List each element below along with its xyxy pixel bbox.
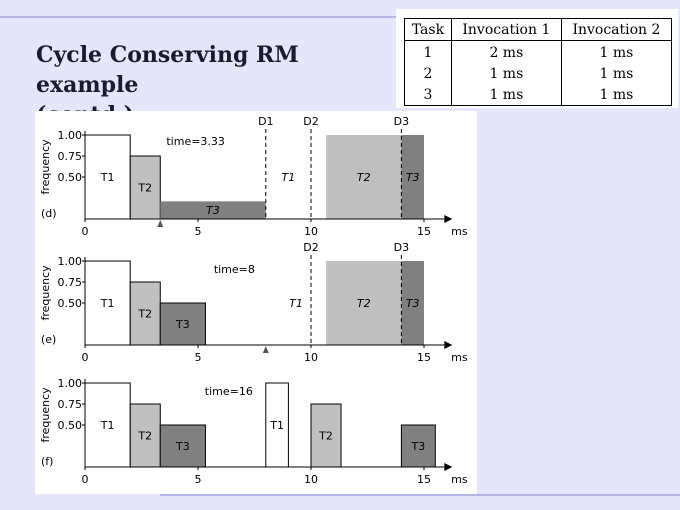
y-tick-label: 0.75 — [58, 398, 83, 411]
schedule-block-t3 — [159, 302, 206, 346]
time-annotation: time=8 — [214, 263, 255, 276]
schedule-block-label: T1 — [282, 171, 296, 184]
schedule-block-label: T2 — [357, 171, 371, 184]
x-tick-label: 15 — [417, 225, 431, 238]
task-table-row: 3 1 ms 1 ms — [404, 84, 673, 106]
schedule-block-label: T3 — [175, 318, 190, 331]
schedule-block-label: T1 — [289, 297, 303, 310]
task-table-cell: 1 ms — [560, 84, 673, 106]
x-tick-label: 0 — [82, 225, 89, 238]
schedule-block-t3 — [160, 201, 266, 219]
schedule-block-label: T2 — [137, 308, 152, 321]
task-table-header: Invocation 2 — [560, 18, 673, 41]
x-tick-label: 15 — [417, 473, 431, 486]
schedule-block-label: T1 — [100, 419, 115, 432]
y-tick-label: 0.75 — [58, 150, 83, 163]
schedule-block-t1 — [84, 260, 131, 346]
deadline-label: D2 — [303, 115, 318, 128]
x-tick-label: 5 — [195, 473, 202, 486]
x-unit-label: ms — [451, 351, 468, 364]
panel-label: (d) — [41, 207, 57, 220]
schedule-block-label: T1 — [100, 297, 115, 310]
current-time-marker — [157, 220, 164, 227]
decorative-line-bottom — [160, 494, 680, 496]
x-tick-label: 10 — [304, 225, 318, 238]
time-annotation: time=3.33 — [166, 135, 225, 148]
x-tick-label: 5 — [195, 351, 202, 364]
task-table-cell: 1 ms — [560, 40, 673, 63]
x-tick-label: 10 — [304, 351, 318, 364]
panel-label: (f) — [41, 455, 53, 468]
schedule-block-t3 — [401, 261, 424, 345]
schedule-block-label: T1 — [100, 171, 115, 184]
task-table-cell: 1 ms — [560, 63, 673, 84]
x-tick-label: 0 — [82, 473, 89, 486]
x-tick-label: 15 — [417, 351, 431, 364]
task-table: Task Invocation 1 Invocation 2 1 2 ms 1 … — [404, 18, 673, 106]
x-axis-arrow — [444, 463, 453, 471]
schedule-block-label: T2 — [137, 182, 152, 195]
task-table-cell: 2 — [404, 63, 452, 84]
y-tick-label: 0.50 — [58, 297, 83, 310]
current-time-marker — [262, 346, 269, 353]
task-table-header-row: Task Invocation 1 Invocation 2 — [404, 18, 673, 41]
y-axis-label: frequency — [39, 387, 52, 443]
x-tick-label: 10 — [304, 473, 318, 486]
deadline-label: D3 — [394, 115, 409, 128]
x-axis-arrow — [444, 215, 453, 223]
schedule-block-t3 — [159, 424, 206, 468]
schedule-block-label: T3 — [206, 204, 220, 217]
schedule-block-label: T3 — [175, 440, 190, 453]
schedule-block-label: T2 — [318, 430, 333, 443]
deadline-label: D2 — [303, 241, 318, 254]
task-table-cell: 1 ms — [450, 84, 562, 106]
schedule-block-label: T3 — [406, 297, 420, 310]
y-tick-label: 0.50 — [58, 419, 83, 432]
task-table-cell: 2 ms — [450, 40, 562, 63]
slide-title-line1: Cycle Conserving RM example — [36, 42, 299, 98]
task-table-cell: 1 ms — [450, 63, 562, 84]
task-table-cell: 1 — [404, 40, 452, 63]
x-tick-label: 0 — [82, 351, 89, 364]
schedule-block-t2 — [326, 135, 402, 219]
schedule-block-label: T3 — [406, 171, 420, 184]
y-axis-label: frequency — [39, 139, 52, 195]
schedule-block-label: T3 — [410, 440, 425, 453]
panel-label: (e) — [41, 333, 56, 346]
x-unit-label: ms — [451, 473, 468, 486]
schedule-block-t2 — [310, 403, 342, 468]
decorative-line-top — [0, 16, 396, 18]
y-tick-label: 1.00 — [58, 255, 83, 268]
schedule-block-t3 — [401, 135, 424, 219]
deadline-label: D3 — [394, 241, 409, 254]
task-table-cell: 3 — [404, 84, 452, 106]
task-table-header: Invocation 1 — [450, 18, 562, 41]
x-unit-label: ms — [451, 225, 468, 238]
x-axis-arrow — [444, 341, 453, 349]
y-tick-label: 0.75 — [58, 276, 83, 289]
y-tick-label: 1.00 — [58, 377, 83, 390]
schedule-block-t1 — [265, 135, 311, 219]
task-table-row: 1 2 ms 1 ms — [404, 40, 673, 63]
y-tick-label: 0.50 — [58, 171, 83, 184]
time-annotation: time=16 — [205, 385, 253, 398]
schedule-block-label: T1 — [269, 419, 284, 432]
task-table-header: Task — [404, 18, 452, 41]
schedule-block-t2 — [326, 261, 402, 345]
schedule-block-label: T2 — [357, 297, 371, 310]
x-tick-label: 5 — [195, 225, 202, 238]
task-table-panel: Task Invocation 1 Invocation 2 1 2 ms 1 … — [396, 9, 678, 108]
schedule-block-t1 — [265, 261, 327, 345]
task-table-row: 2 1 ms 1 ms — [404, 63, 673, 84]
schedule-block-label: T2 — [137, 430, 152, 443]
y-axis-label: frequency — [39, 265, 52, 321]
deadline-label: D1 — [258, 115, 273, 128]
y-tick-label: 1.00 — [58, 129, 83, 142]
